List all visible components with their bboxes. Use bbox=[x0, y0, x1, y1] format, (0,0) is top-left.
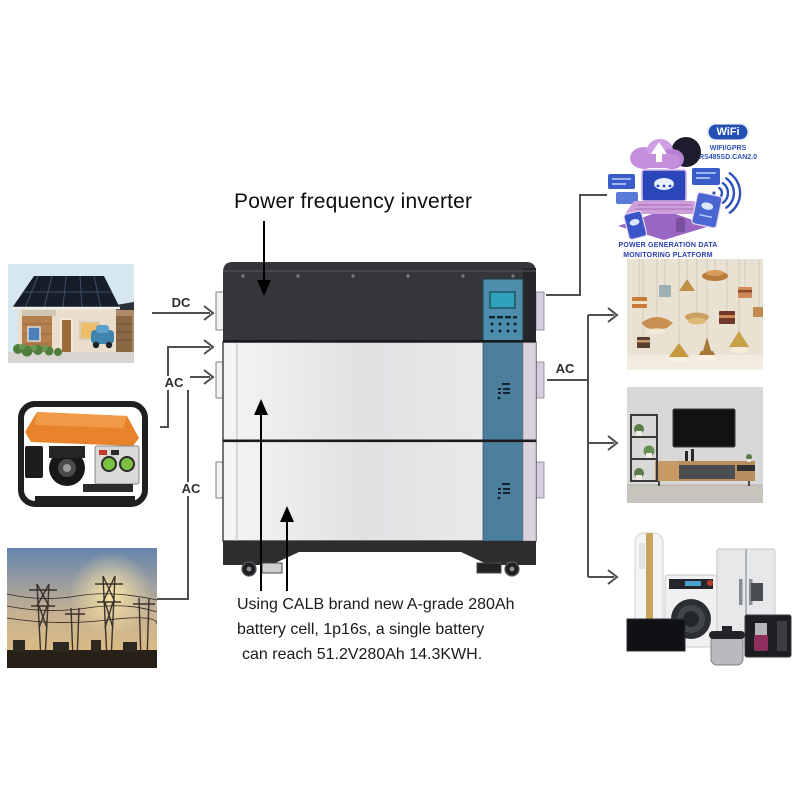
grid-ac-arrowhead bbox=[203, 369, 215, 385]
power-grid-photo bbox=[7, 548, 157, 668]
platform-caption-line2: MONITORING PLATFORM bbox=[623, 251, 713, 259]
battery-note-line1: Using CALB brand new A-grade 280Ah bbox=[237, 596, 515, 613]
lcd-screen bbox=[489, 291, 516, 309]
grid-ac-label: AC bbox=[175, 482, 207, 496]
dc-label: DC bbox=[165, 296, 197, 310]
appliances-photo bbox=[625, 523, 795, 673]
output-ac-label: AC bbox=[549, 362, 581, 376]
battery-note-line2: battery cell, 1p16s, a single battery bbox=[237, 621, 485, 638]
seam-2 bbox=[223, 439, 536, 443]
cloud-upload-icon bbox=[630, 139, 684, 169]
inverter-control-panel bbox=[482, 278, 524, 342]
tv-arrowhead bbox=[607, 435, 619, 451]
battery-2-indicators bbox=[497, 483, 510, 500]
microwave-oven bbox=[744, 614, 792, 658]
monitoring-platform-illustration bbox=[606, 126, 726, 240]
lamps-arrowhead bbox=[607, 307, 619, 323]
wifi-protocol-line2: RS485SD.CAN2.0 bbox=[699, 154, 757, 161]
wifi-signal-icon bbox=[712, 172, 742, 214]
wifi-protocol-line1: WIFI/GPRS bbox=[709, 145, 747, 152]
dc-arrowhead bbox=[203, 305, 215, 321]
battery-note-line3: can reach 51.2V280Ah 14.3KWH. bbox=[242, 646, 483, 663]
screw-row bbox=[241, 274, 515, 278]
tablet bbox=[691, 191, 723, 229]
battery-module-2 bbox=[222, 440, 537, 542]
plant-shelf bbox=[630, 414, 658, 482]
platform-caption: POWER GENERATION DATA MONITORING PLATFOR… bbox=[603, 241, 733, 260]
inverter-section bbox=[223, 262, 536, 342]
wifi-logo-badge: WiFi bbox=[707, 123, 749, 141]
generator-ac-arrowhead bbox=[203, 339, 215, 355]
casters bbox=[241, 561, 520, 577]
pendant-lamps-photo bbox=[627, 259, 763, 370]
monitoring-line bbox=[546, 194, 607, 296]
laptop bbox=[625, 169, 703, 214]
television bbox=[626, 618, 686, 652]
battery-note: Using CALB brand new A-grade 280Ah batte… bbox=[237, 592, 515, 667]
seam-1 bbox=[223, 340, 536, 343]
diagram-title: Power frequency inverter bbox=[234, 190, 473, 213]
blender bbox=[754, 623, 768, 651]
ac-output-bus bbox=[547, 314, 614, 578]
tv-room-photo bbox=[627, 387, 763, 503]
panel-buttons bbox=[489, 316, 517, 333]
generator-photo bbox=[5, 388, 160, 518]
data-cards bbox=[608, 168, 720, 204]
appliances-arrowhead bbox=[607, 569, 619, 585]
unit-base bbox=[223, 541, 536, 565]
battery-1-indicators bbox=[497, 383, 510, 400]
platform-caption-line1: POWER GENERATION DATA bbox=[618, 242, 718, 249]
solar-house-photo bbox=[8, 264, 134, 363]
generator-ac-label: AC bbox=[158, 376, 190, 390]
pressure-cooker bbox=[709, 626, 745, 666]
smartphone bbox=[623, 210, 648, 240]
inverter-side bbox=[523, 268, 536, 342]
battery-energy-storage-unit bbox=[215, 262, 545, 577]
annotation-arrows bbox=[254, 221, 294, 591]
battery-module-1 bbox=[222, 341, 537, 442]
